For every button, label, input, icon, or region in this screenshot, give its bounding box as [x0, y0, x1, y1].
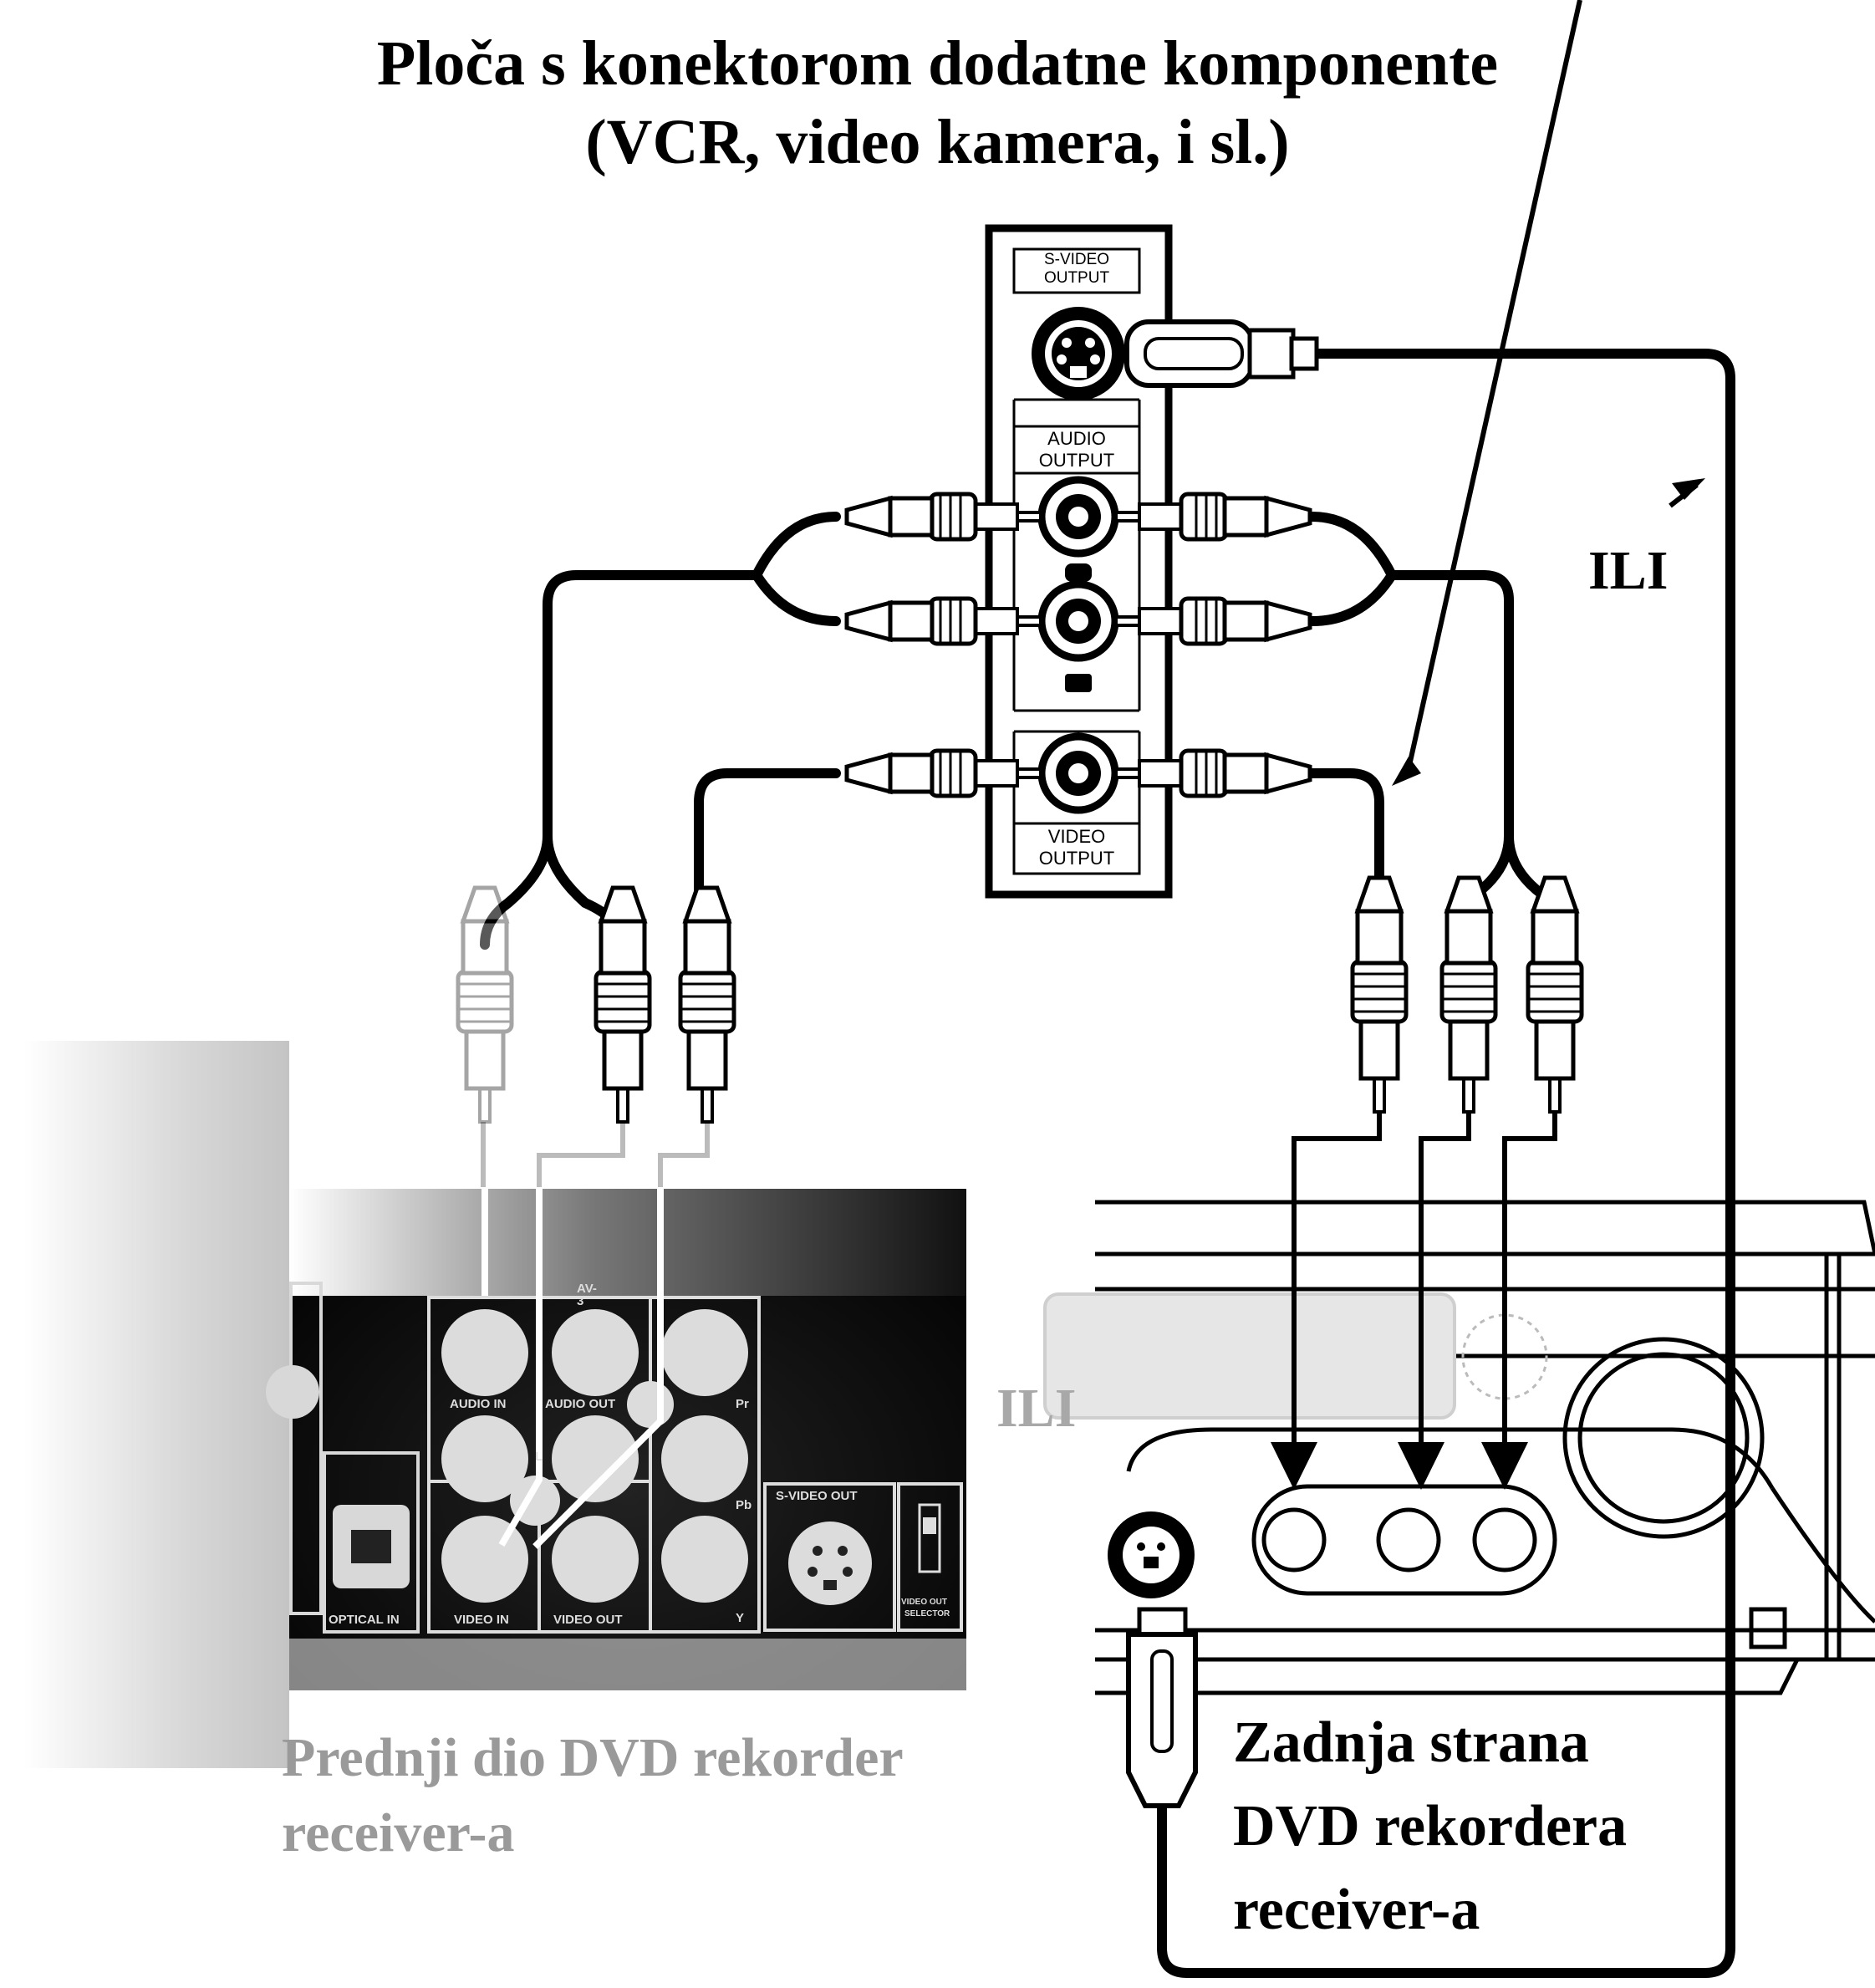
pb-label: Pb [736, 1498, 752, 1512]
svideo-jack [1032, 307, 1125, 400]
optical-in-label: OPTICAL IN [329, 1613, 400, 1627]
rear-svideo-plug [1126, 1607, 1198, 1808]
selector-label-1: VIDEO OUT [901, 1598, 948, 1607]
back-label-line3: receiver-a [1233, 1878, 1480, 1942]
front-label-line1: Prednji dio DVD rekorder [282, 1727, 904, 1788]
front-fade [23, 1041, 289, 1768]
back-label-line1: Zadnja strana [1233, 1710, 1589, 1775]
audio-out-label: AUDIO OUT [545, 1397, 616, 1411]
diagram-title-line1: Ploča s konektorom dodatne komponente [376, 28, 1499, 99]
front-panel-top-fade [289, 1189, 966, 1296]
ili-label-right: ILI [1588, 540, 1669, 601]
rear-recorder-outline [1095, 1200, 1875, 1695]
front-label-line2: receiver-a [282, 1802, 515, 1863]
audio-in-label: AUDIO IN [450, 1397, 507, 1411]
video-out-label: VIDEO OUT [553, 1613, 623, 1627]
av3-label: AV-3 [577, 1282, 597, 1308]
diagram-title-line2: (VCR, video kamera, i sl.) [585, 107, 1290, 177]
y-label: Y [736, 1611, 745, 1625]
ili-label-middle: ILI [996, 1378, 1077, 1439]
svideo-out-label: S-VIDEO OUT [776, 1489, 858, 1503]
l-label: L [535, 1450, 543, 1464]
video-in-label: VIDEO IN [454, 1613, 509, 1627]
pr-label: Pr [736, 1397, 749, 1411]
back-label-line2: DVD rekordera [1233, 1794, 1628, 1858]
selector-label-2: SELECTOR [904, 1609, 950, 1618]
